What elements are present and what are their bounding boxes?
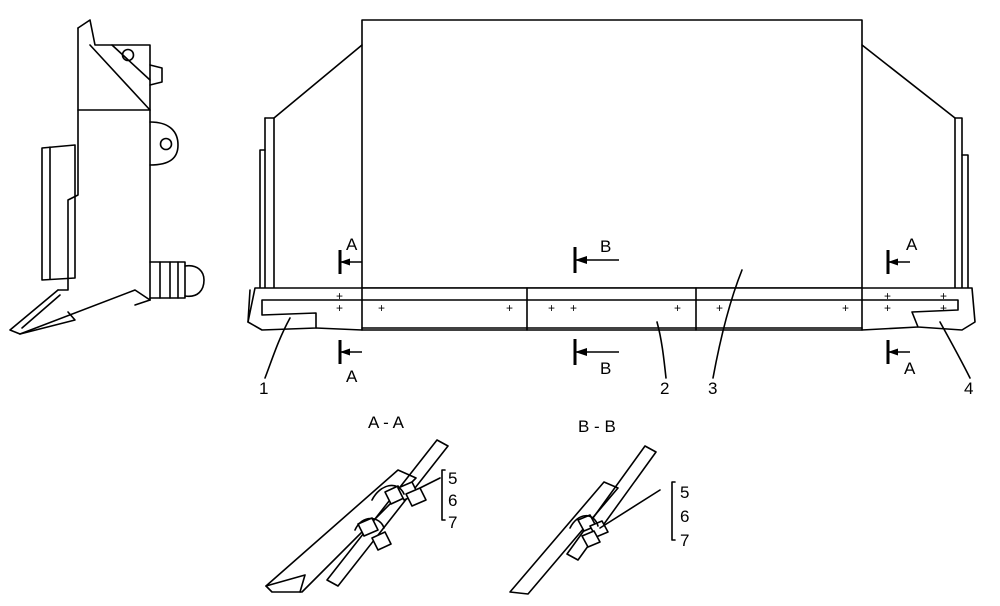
part-5-a: 5 [448, 469, 457, 488]
side-view [9, 19, 205, 335]
bolt-mark: + [884, 301, 891, 315]
bolt-mark: + [940, 301, 947, 315]
bolt-group [354, 481, 427, 551]
marker-label: B [600, 237, 611, 256]
part-7-a: 7 [448, 513, 457, 532]
front-view: + + + + + + + + + + + + + A A B B [247, 19, 976, 398]
callout-3: 3 [708, 379, 717, 398]
bolt-mark: + [548, 301, 555, 315]
callouts: 1 2 3 4 [259, 269, 973, 398]
section-view-a-a: A - A 5 6 7 [265, 413, 457, 593]
bolt-mark: + [884, 289, 891, 303]
section-view-b-b: B - B 5 6 7 [509, 417, 689, 595]
bolt-mark: + [336, 301, 343, 315]
bolt-mark: + [336, 289, 343, 303]
marker-label: A [904, 359, 916, 378]
section-title-b-b: B - B [578, 417, 616, 436]
section-marker-a-right: A A [886, 235, 918, 378]
part-7-b: 7 [680, 531, 689, 550]
marker-label: A [346, 367, 358, 386]
bolt-mark: + [716, 301, 723, 315]
section-title-a-a: A - A [368, 413, 405, 432]
section-marker-a-left: A A [338, 235, 364, 386]
bolt-mark: + [940, 289, 947, 303]
bolt-mark: + [378, 301, 385, 315]
marker-label: A [346, 235, 358, 254]
bolt-marks: + + + + + + + + + + + + + [336, 289, 947, 315]
section-marker-b: B B [573, 237, 621, 378]
part-6-a: 6 [448, 491, 457, 510]
marker-label: A [906, 235, 918, 254]
bolt-mark: + [570, 301, 577, 315]
callout-4: 4 [964, 379, 973, 398]
part-6-b: 6 [680, 507, 689, 526]
callout-1: 1 [259, 379, 268, 398]
bolt-mark: + [506, 301, 513, 315]
callout-2: 2 [660, 379, 669, 398]
marker-label: B [600, 359, 611, 378]
bolt-group [569, 514, 609, 548]
part-5-b: 5 [680, 483, 689, 502]
bolt-mark: + [674, 301, 681, 315]
bolt-mark: + [842, 301, 849, 315]
